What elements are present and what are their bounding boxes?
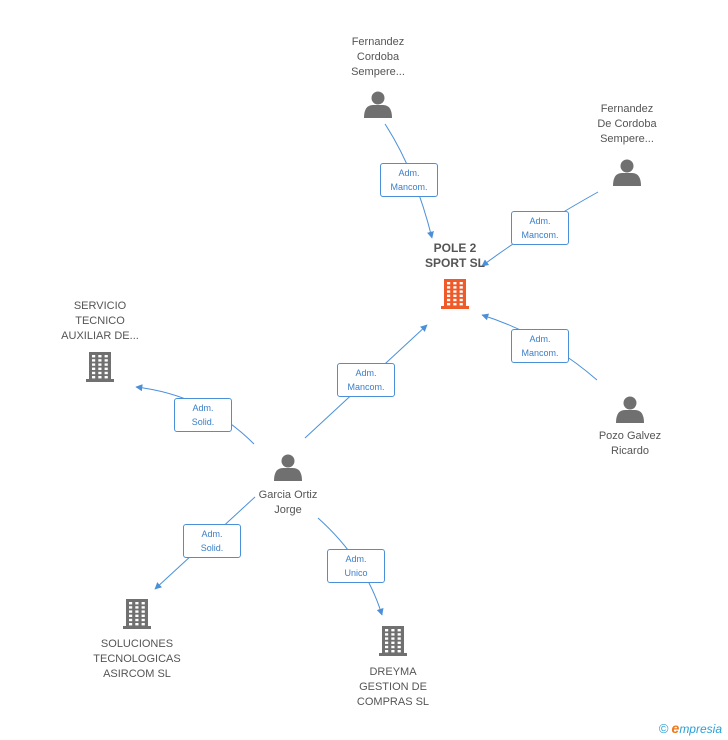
node-label-line: Cordoba bbox=[356, 51, 400, 63]
person-icon-fcs1 bbox=[364, 91, 392, 118]
node-label-line: DREYMA bbox=[369, 666, 417, 678]
node-label-line: Sempere... bbox=[351, 66, 405, 78]
node-label-line: COMPRAS SL bbox=[356, 696, 430, 708]
edge-label-garcia-to-servicio[interactable]: Adm. Solid. bbox=[174, 398, 232, 432]
edge-label-line: Solid. bbox=[200, 543, 224, 553]
edge-label-line: Adm. bbox=[398, 168, 420, 178]
edge-label-line: Mancom. bbox=[347, 382, 385, 392]
edge-label-line: Mancom. bbox=[521, 348, 559, 358]
node-label-line: De Cordoba bbox=[597, 118, 657, 130]
node-label-line: Garcia Ortiz bbox=[258, 489, 318, 501]
edge-label-line: Adm. bbox=[529, 216, 551, 226]
node-label-dreyma[interactable]: DREYMA GESTION DE COMPRAS SL bbox=[343, 665, 443, 710]
brand-name: mpresia bbox=[679, 722, 722, 736]
node-label-line: Pozo Galvez bbox=[598, 430, 662, 442]
node-label-line: TECNICO bbox=[75, 315, 125, 327]
node-label-line: GESTION DE bbox=[359, 681, 427, 693]
building-icon-pole2 bbox=[441, 279, 469, 309]
edge-label-line: Unico bbox=[344, 568, 368, 578]
node-label-line: TECNOLOGICAS bbox=[93, 653, 181, 665]
edge-label-line: Adm. bbox=[201, 529, 223, 539]
edge-label-pozo-to-pole2[interactable]: Adm. Mancom. bbox=[511, 329, 569, 363]
edge-label-line: Adm. bbox=[529, 334, 551, 344]
edge-label-line: Mancom. bbox=[521, 230, 559, 240]
edge-label-fcs1-to-pole2[interactable]: Adm. Mancom. bbox=[380, 163, 438, 197]
node-label-line: Jorge bbox=[274, 504, 302, 516]
copyright-symbol: © bbox=[658, 721, 669, 736]
node-label-line: SERVICIO bbox=[73, 300, 127, 312]
node-label-line: ASIRCOM SL bbox=[103, 668, 171, 680]
node-label-servicio[interactable]: SERVICIO TECNICO AUXILIAR DE... bbox=[50, 299, 150, 344]
edge-label-line: Mancom. bbox=[390, 182, 428, 192]
node-label-line: POLE 2 bbox=[433, 241, 477, 255]
node-label-line: SOLUCIONES bbox=[100, 638, 174, 650]
edge-label-garcia-to-soluciones[interactable]: Adm. Solid. bbox=[183, 524, 241, 558]
building-icon-soluciones bbox=[123, 599, 151, 629]
node-label-line: Sempere... bbox=[600, 133, 654, 145]
edge-label-garcia-to-pole2[interactable]: Adm. Mancom. bbox=[337, 363, 395, 397]
edge-label-fcs2-to-pole2[interactable]: Adm. Mancom. bbox=[511, 211, 569, 245]
edge-label-line: Adm. bbox=[345, 554, 367, 564]
node-label-line: Ricardo bbox=[611, 445, 649, 457]
node-label-line: Fernandez bbox=[351, 36, 405, 48]
node-label-line: Fernandez bbox=[600, 103, 654, 115]
edge-label-line: Solid. bbox=[191, 417, 215, 427]
node-label-line: SPORT SL bbox=[424, 256, 485, 270]
person-icon-fcs2 bbox=[613, 159, 641, 186]
building-icon-dreyma bbox=[379, 626, 407, 656]
building-icon-servicio bbox=[86, 352, 114, 382]
person-icon-garcia bbox=[274, 454, 302, 481]
person-icon-pozo bbox=[616, 396, 644, 423]
footer-brand: ©empresia bbox=[659, 720, 722, 736]
edge-label-line: Adm. bbox=[192, 403, 214, 413]
node-label-line: AUXILIAR DE... bbox=[61, 330, 139, 342]
node-label-soluciones[interactable]: SOLUCIONES TECNOLOGICAS ASIRCOM SL bbox=[82, 637, 192, 682]
edge-label-line: Adm. bbox=[355, 368, 377, 378]
edge-label-garcia-to-dreyma[interactable]: Adm. Unico bbox=[327, 549, 385, 583]
brand-logo-letter: e bbox=[671, 720, 680, 736]
